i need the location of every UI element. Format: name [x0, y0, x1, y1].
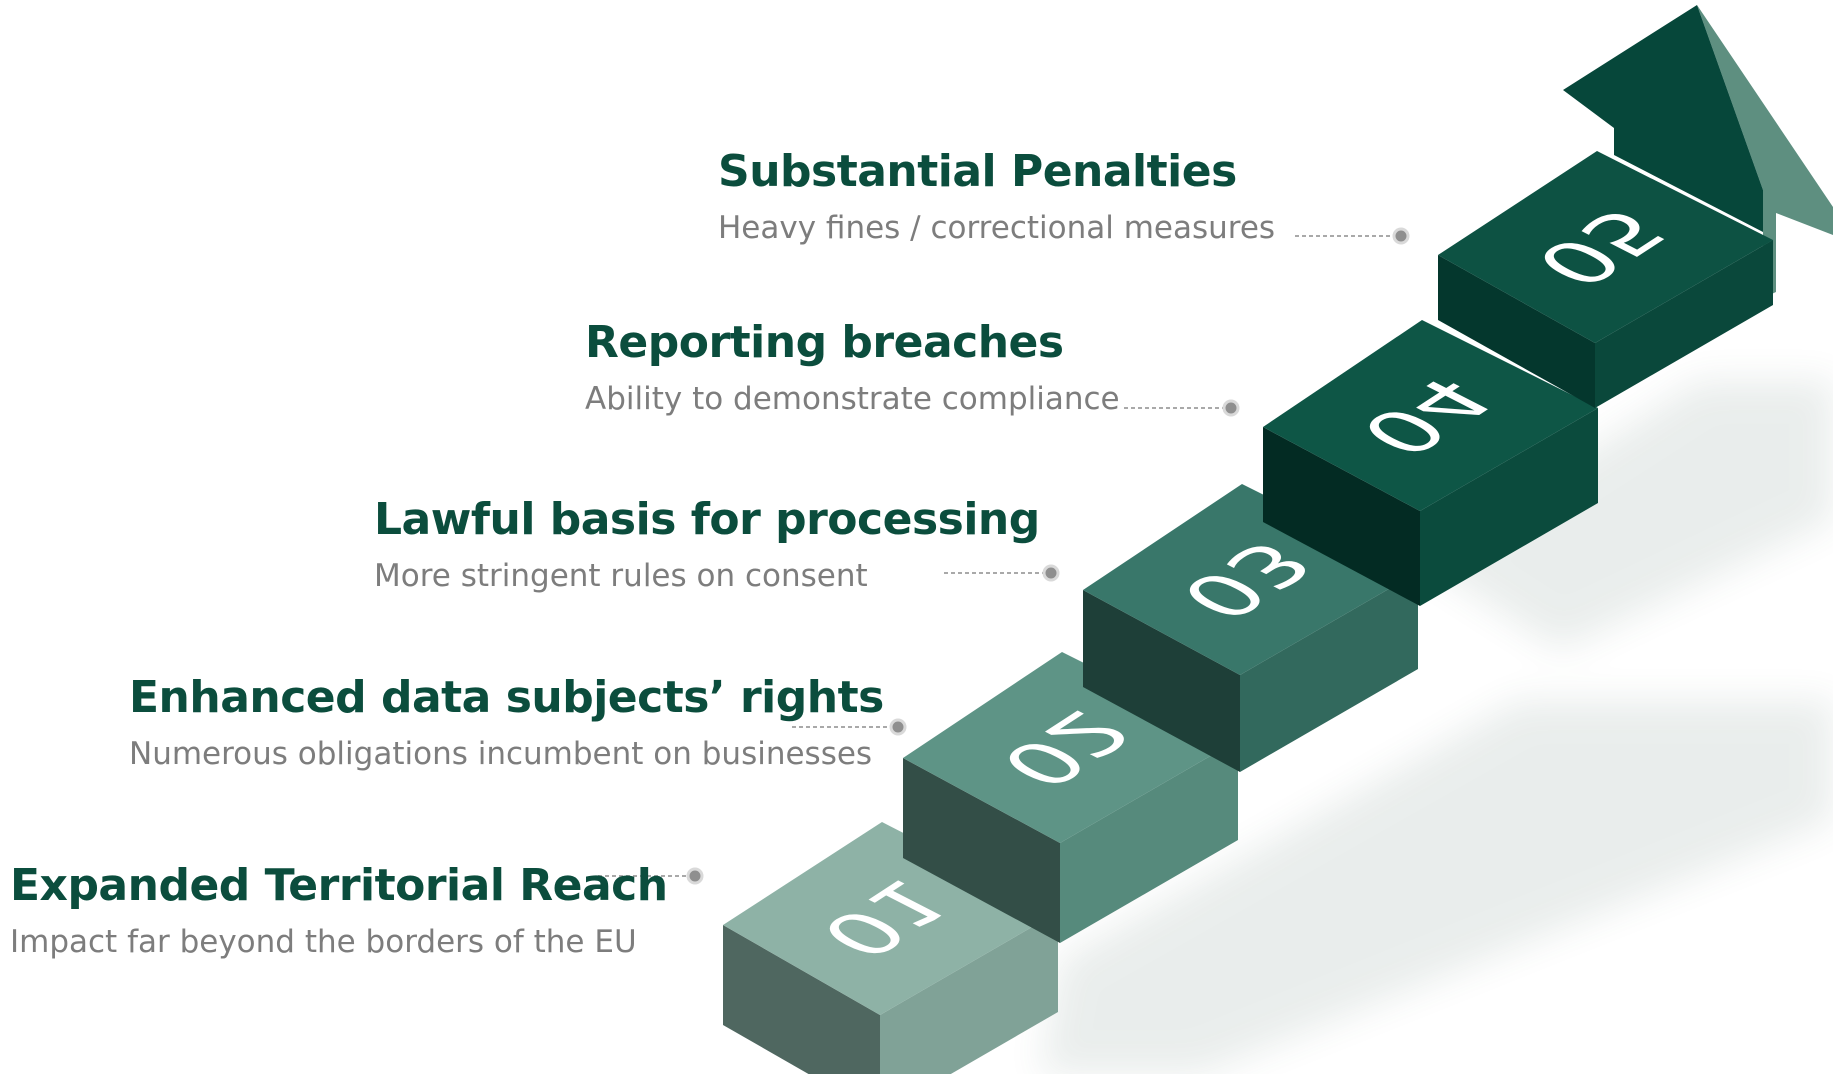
step-01-front-face [880, 912, 1058, 1074]
step-05-title: Substantial Penalties [718, 146, 1237, 197]
step-02-description: Numerous obligations incumbent on busine… [129, 736, 873, 772]
step-04-connector-dot [1222, 399, 1240, 417]
step-05-side-face [1438, 255, 1595, 408]
arrow-head [1563, 5, 1833, 298]
step-02-text: Enhanced data subjects’ rights Numerous … [129, 672, 884, 774]
step-01-title: Expanded Territorial Reach [10, 860, 668, 911]
step-01-side-face [723, 925, 880, 1074]
step-05-connector-dot [1392, 227, 1410, 245]
step-03-description: More stringent rules on consent [374, 558, 868, 594]
step-01-text: Expanded Territorial Reach Impact far be… [10, 860, 668, 962]
step-04-side-face [1263, 427, 1420, 606]
step-03-text: Lawful basis for processing More stringe… [374, 494, 1040, 596]
step-02-side-face [903, 758, 1060, 943]
floor-shadow [1040, 380, 1833, 1074]
step-05-description: Heavy fines / correctional measures [718, 210, 1276, 246]
step-04-text: Reporting breaches Ability to demonstrat… [585, 317, 1120, 419]
step-03-side-face [1083, 590, 1240, 772]
step-01-description: Impact far beyond the borders of the EU [10, 924, 637, 960]
step-01-connector-dot [686, 867, 704, 885]
step-04-top-face [1263, 320, 1598, 511]
step-02-connector-dot [889, 718, 907, 736]
step-03-title: Lawful basis for processing [374, 494, 1040, 545]
step-04-front-face [1420, 408, 1598, 606]
step-04-description: Ability to demonstrate compliance [585, 381, 1120, 417]
step-02-front-face [1060, 740, 1238, 943]
step-05-block: 05 [1438, 151, 1773, 408]
step-05-top-face [1438, 151, 1773, 343]
step-03-front-face [1240, 572, 1418, 772]
step-03-block: 03 [1083, 484, 1418, 772]
step-02-title: Enhanced data subjects’ rights [129, 672, 884, 723]
step-05-front-face [1595, 240, 1773, 408]
step-05-text: Substantial Penalties Heavy fines / corr… [718, 146, 1275, 248]
step-04-block: 04 [1263, 320, 1598, 606]
step-03-connector-dot [1042, 564, 1060, 582]
connectors [598, 227, 1410, 885]
step-01-block: 01 [723, 822, 1058, 1074]
step-04-title: Reporting breaches [585, 317, 1064, 368]
